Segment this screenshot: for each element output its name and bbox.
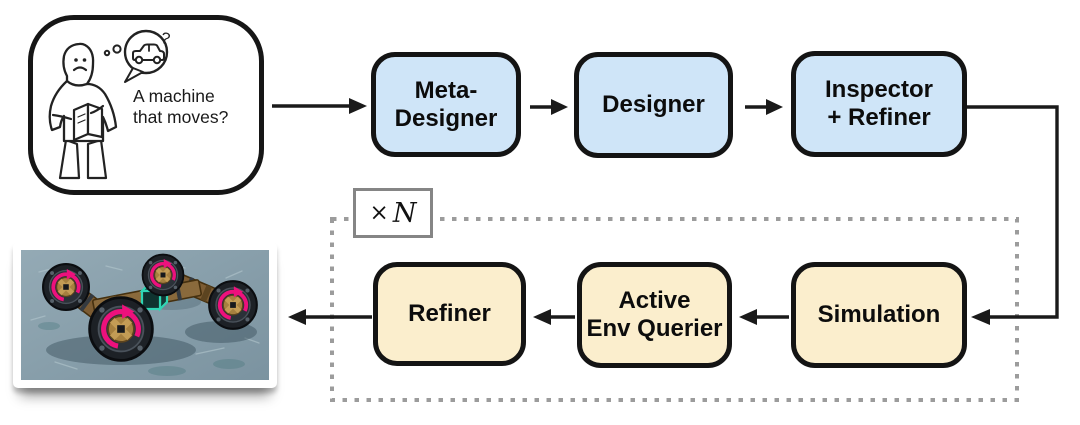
node-label: Designer [602,91,705,118]
arrow-meta-designer-to-designer [530,99,568,115]
node-label: Inspector [824,76,934,103]
node-label: Env Querier [586,315,723,342]
node-designer: Designer [574,52,733,158]
eye [82,58,87,62]
frown-mouth [72,66,88,72]
node-label: + Refiner [827,104,931,131]
arrow-designer-to-inspector [745,99,783,115]
arrow-querier-to-refiner [533,309,575,325]
eye [74,58,78,62]
times-symbol: × [369,200,389,226]
arrow-refiner-to-result [288,309,372,325]
node-label: Meta- [414,76,478,104]
machine-result-photo [13,242,277,388]
node-simulation: Simulation [791,262,967,368]
loop-variable: N [392,197,417,229]
loop-count-label: × N [353,188,433,238]
prompt-line: that moves? [133,107,229,127]
machine-screenshot-graphic [21,250,269,380]
arrow-simulation-to-querier [739,309,789,325]
person-thinking-icon: ? [48,30,172,180]
node-inspector-refiner: Inspector + Refiner [791,51,967,157]
user-prompt-bubble: ? A machine that moves? [28,15,264,195]
prompt-text: A machine that moves? [133,86,263,128]
node-active-env-querier: Active Env Querier [577,262,732,368]
connector-inspector-to-simulation [967,105,1059,325]
node-label: Simulation [817,301,941,328]
arrow-prompt-to-meta-designer [272,98,367,114]
node-refiner: Refiner [373,262,526,366]
node-label: Designer [394,104,498,132]
node-label: Active [618,287,691,314]
thought-bubble-car-icon: ? [103,30,172,83]
node-meta-designer: Meta- Designer [371,52,521,157]
question-mark: ? [159,30,172,49]
node-label: Refiner [408,300,491,327]
prompt-line: A machine [133,86,215,106]
